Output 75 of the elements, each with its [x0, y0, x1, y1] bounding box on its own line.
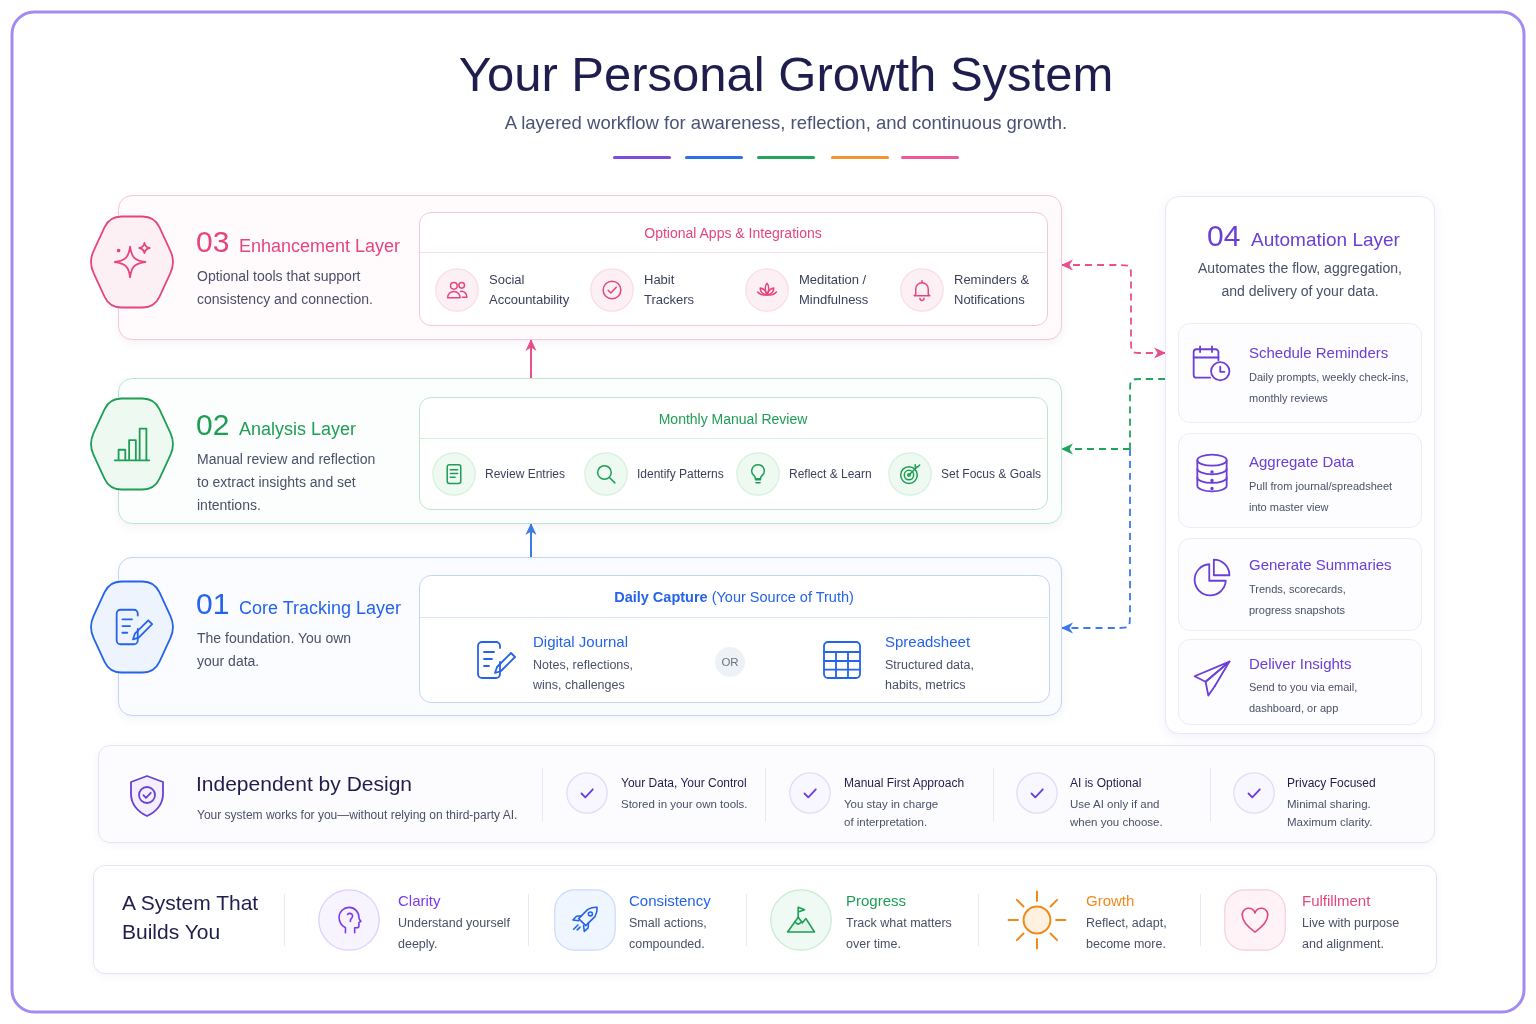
item-label: Habit Trackers: [644, 271, 696, 309]
section-card: [419, 397, 1048, 510]
principle-description: Minimal sharing. Maximum clarity.: [1287, 797, 1374, 830]
card-title: Schedule Reminders: [1249, 344, 1389, 362]
card-title: Generate Summaries: [1249, 556, 1392, 574]
outcome-title: Fulfillment: [1302, 892, 1371, 910]
card-description: Daily prompts, weekly check-ins, monthly reviews: [1249, 370, 1410, 406]
outcome-description: Reflect, adapt, become more.: [1086, 915, 1168, 953]
card-title: Deliver Insights: [1249, 655, 1352, 673]
principle-title: Your Data, Your Control: [621, 775, 747, 791]
outcome-description: Track what matters over time.: [846, 915, 953, 953]
step-card: [1178, 323, 1422, 423]
principles-panel: [98, 745, 1435, 843]
layer-number: 02: [196, 410, 230, 440]
item-label: Identify Patterns: [637, 466, 724, 483]
principle-description: Use AI only if and when you choose.: [1070, 797, 1164, 830]
principle-title: AI is Optional: [1070, 775, 1142, 791]
layer-title: Automation Layer: [1251, 230, 1400, 249]
layer-number: 03: [196, 227, 230, 257]
item-label: Reminders & Notifications: [954, 271, 1031, 309]
dashed-line: [1129, 378, 1166, 450]
item-label: Review Entries: [485, 466, 566, 483]
item-description: Structured data, habits, metrics: [885, 657, 975, 694]
dashed-arrow: [1061, 443, 1131, 455]
dashed-arrow: [1061, 259, 1166, 359]
outcome-description: Live with purpose and alignment.: [1302, 915, 1401, 953]
choice-word: OR: [721, 655, 739, 669]
section-card: [419, 212, 1048, 326]
panel-description: Your system works for you—without relying on third-party AI.: [197, 807, 518, 823]
step-card: [1178, 538, 1422, 631]
outcome-title: Growth: [1086, 892, 1135, 910]
step-card: [1178, 639, 1422, 725]
outcome-description: Understand yourself deeply.: [398, 915, 511, 953]
dashed-arrow: [1061, 448, 1131, 634]
card-description: Send to you via email, dashboard, or app: [1249, 680, 1359, 716]
outcome-description: Small actions, compounded.: [629, 915, 708, 953]
layer-title: Enhancement Layer: [239, 237, 401, 255]
layer-number: 01: [196, 589, 230, 619]
section-heading: Daily Capture (Your Source of Truth): [614, 588, 854, 606]
section-heading: Monthly Manual Review: [658, 410, 808, 428]
principle-description: You stay in charge of interpretation.: [844, 797, 940, 830]
layer-panel: [1165, 196, 1435, 734]
panel-title: A System That Builds You: [122, 890, 260, 945]
layer-description: Automates the flow, aggregation, and delivery of your data.: [1197, 259, 1403, 301]
diagram-title: Your Personal Growth System: [458, 50, 1114, 99]
outcome-title: Progress: [846, 892, 907, 910]
layer-number: 04: [1207, 221, 1241, 251]
section-card: [419, 575, 1050, 703]
item-description: Notes, reflections, wins, challenges: [533, 657, 635, 694]
item-label: Meditation / Mindfulness: [799, 271, 870, 309]
layer-title: Core Tracking Layer: [239, 599, 402, 617]
subtitle: A layered workflow for awareness, reflection, and continuous growth.: [504, 112, 1068, 135]
card-title: Aggregate Data: [1249, 453, 1355, 471]
principle-description: Stored in your own tools.: [621, 797, 748, 812]
item-label: Set Focus & Goals: [941, 466, 1042, 483]
card-description: Pull from journal/spreadsheet into master view: [1249, 479, 1394, 515]
arrow: [525, 339, 537, 379]
card-description: Trends, scorecards, progress snapshots: [1249, 582, 1347, 618]
layer-description: Optional tools that support consistency and connection.: [197, 267, 374, 309]
principle-title: Manual First Approach: [844, 775, 965, 791]
panel-title: Independent by Design: [196, 771, 412, 797]
principle-title: Privacy Focused: [1287, 775, 1376, 791]
layer-description: The foundation. You own your data.: [197, 629, 353, 671]
outcomes-panel: [93, 865, 1437, 974]
section-heading: Optional Apps & Integrations: [644, 224, 822, 242]
arrow: [525, 523, 537, 558]
layer-description: Manual review and reflection to extract insights and set intentions.: [197, 450, 377, 515]
item-title: Digital Journal: [533, 633, 629, 651]
step-card: [1178, 433, 1422, 528]
item-label: Social Accountability: [489, 271, 571, 309]
outcome-title: Consistency: [629, 892, 711, 910]
outcome-title: Clarity: [398, 892, 441, 910]
item-title: Spreadsheet: [885, 633, 971, 651]
item-label: Reflect & Learn: [789, 466, 872, 483]
layer-title: Analysis Layer: [239, 420, 357, 438]
